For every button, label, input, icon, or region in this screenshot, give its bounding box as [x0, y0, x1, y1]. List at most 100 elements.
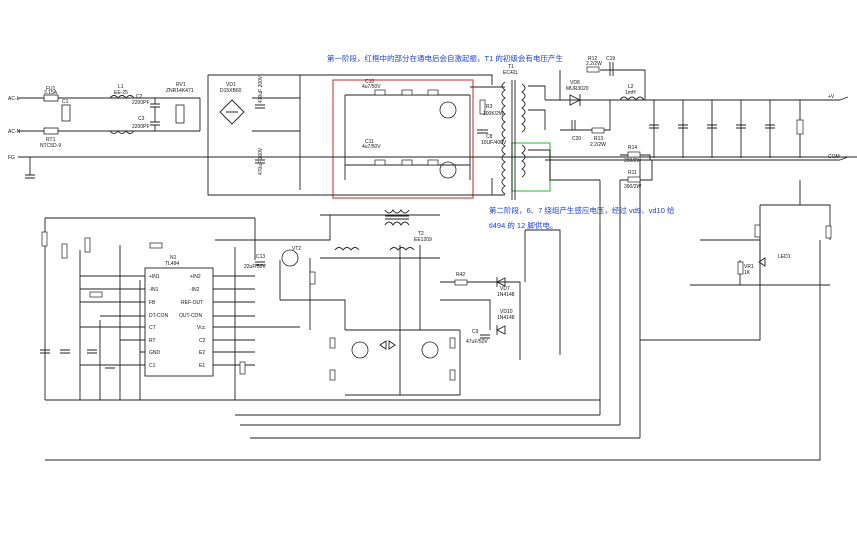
c9-value: 47uF/50V — [466, 339, 488, 345]
r3-label: R3 — [486, 104, 493, 110]
stage1-annotation: 第一阶段，红框中的部分在通电后会自激起振，T1 的初级会有电压产生 — [327, 53, 563, 63]
resistor-r42 — [454, 279, 468, 286]
c2-value: 2200PF — [132, 100, 150, 106]
tl494-pin16-label: +IN2 — [190, 274, 201, 280]
c20-label: C20 — [572, 136, 581, 142]
output-capacitors — [649, 124, 775, 129]
tl494-pin2-label: -IN1 — [149, 287, 159, 293]
driver-transistor-1 — [351, 341, 369, 359]
tl494-chip: N1 TL494 +IN1 -IN1 FB DT-CON CT RT GND C… — [80, 255, 300, 377]
vd8-value: MUR3020 — [566, 86, 589, 92]
diode-vd8 — [569, 94, 582, 106]
r11-label: R11 — [628, 170, 637, 176]
stage2-annotation-line1: 第二阶段，6、7 绕组产生感应电压，经过 vd9、vd10 给 — [489, 205, 675, 215]
led1-label: LED1 — [778, 254, 791, 260]
tl494-pin11-label: C2 — [199, 338, 206, 344]
inductor-l2 — [619, 96, 645, 101]
c8-label: C8 — [486, 134, 493, 140]
r13-value: 2.2/2W — [590, 142, 606, 148]
com-terminal: COM — [828, 154, 840, 160]
control-section: VT2 C13 22uF/50V VD7 1N4148 VD10 1N4148 … — [40, 224, 832, 381]
resistor-bleeder — [796, 119, 804, 135]
tl494-pin14-label: REF-OUT — [181, 300, 203, 306]
c1-label: C1 — [62, 99, 69, 105]
vr1-label: VR1 — [744, 264, 754, 270]
ac-l-label: AC-L — [8, 96, 20, 102]
c5-value: 470uF 200V — [258, 147, 264, 175]
t1-label: T1 — [508, 64, 514, 70]
tl494-pin4-label: DT-CON — [149, 313, 169, 319]
tl494-pin13-label: OUT-CON — [179, 313, 202, 319]
c9-label: C9 — [472, 329, 479, 335]
bridge-vd1 — [219, 99, 245, 125]
r42-label: R42 — [456, 272, 465, 278]
vd7-value: 1N4148 — [497, 292, 515, 298]
capacitor-c20 — [571, 120, 576, 130]
capacitor-c19 — [609, 62, 614, 76]
transistor-vt2 — [281, 249, 299, 267]
rt1-label: RT1 — [46, 137, 56, 143]
plus-v-terminal: +V — [828, 94, 835, 100]
fu1-label: FU1 — [46, 86, 56, 92]
r11-value: 390/2W — [624, 184, 642, 190]
tl494-pin10-label: E2 — [199, 350, 205, 356]
led1-symbol — [758, 257, 766, 267]
vr1-value: 1K — [744, 270, 751, 276]
main-wiring — [18, 69, 857, 461]
rv1-value: ZNR14K471 — [166, 88, 194, 94]
capacitor-c16 — [25, 157, 35, 179]
c11-value: 4u7/50V — [362, 144, 381, 150]
ac-n-label: AC-N — [8, 129, 21, 135]
diode-vd7 — [495, 277, 506, 287]
rv1-label: RV1 — [176, 82, 186, 88]
tl494-ref: N1 — [170, 255, 177, 261]
tl494-pin7-label: GND — [149, 350, 161, 356]
c3-label: C3 — [138, 116, 145, 122]
c8-value: 10UF/400V — [481, 140, 507, 146]
input-section: AC-L AC-N FG FU1 3.15A RT1 NTC5D-9 C1 L1… — [8, 75, 265, 179]
vd1-value: D15XB60 — [220, 88, 242, 94]
c4-value: 470uF 200V — [258, 75, 264, 103]
self-oscillation-section: C10 4u7/50V C11 4u7/50V — [344, 79, 471, 180]
r14-label: R14 — [628, 145, 637, 151]
r3-c8-components: R3 100K/2W C8 10UF/400V — [477, 99, 507, 146]
vd10-value: 1N4148 — [497, 315, 515, 321]
tl494-pin15-label: -IN2 — [190, 287, 200, 293]
tl494-part: TL494 — [165, 261, 179, 267]
stage2-annotation-line2: tl494 的 12 脚供电。 — [489, 220, 557, 230]
r12-label: R12 — [588, 56, 597, 62]
c10-label: C10 — [365, 79, 374, 85]
vd7-label: VD7 — [500, 286, 510, 292]
vd1-label: VD1 — [226, 82, 236, 88]
caps-c2-c3 — [150, 98, 160, 131]
resistor-r14 — [627, 151, 641, 158]
choke-l1 — [109, 95, 135, 134]
c11-label: C11 — [365, 139, 374, 145]
c10-value: 4u7/50V — [362, 84, 381, 90]
tl494-pin8-label: C1 — [149, 363, 156, 369]
l1-label: L1 — [118, 84, 124, 90]
resistor-r11 — [627, 176, 641, 183]
t1-value: EC42L — [503, 70, 519, 76]
tl494-pin12-label: Vcc — [197, 325, 206, 331]
fuse-fu1 — [43, 94, 59, 102]
c13-value: 22uF/50V — [244, 264, 266, 270]
tl494-pin5-label: CT — [149, 325, 156, 331]
tl494-pin3-label: FB — [149, 300, 156, 306]
r3-value: 100K/2W — [483, 111, 504, 117]
vd8-label: VD8 — [570, 80, 580, 86]
fg-label: FG — [8, 155, 15, 161]
diode-vd10 — [495, 325, 506, 335]
transformer-t2: T2 EE1209 — [334, 209, 432, 251]
l2-label: L2 — [628, 84, 634, 90]
driver-transistor-2 — [421, 341, 439, 359]
vt2-label: VT2 — [292, 246, 301, 252]
bulk-caps — [255, 104, 265, 164]
r13-label: R13 — [594, 136, 603, 142]
capacitor-c13 — [255, 261, 265, 266]
c13-label: C13 — [256, 254, 265, 260]
c3-value: 2200PF — [132, 124, 150, 130]
l2-value: 1mH — [625, 90, 636, 96]
thermistor-rt1 — [43, 127, 59, 135]
